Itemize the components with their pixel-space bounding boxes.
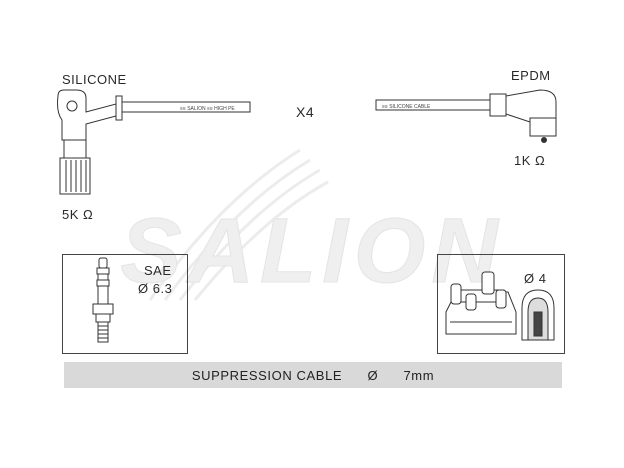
quantity-label: X4 bbox=[296, 104, 315, 120]
sae-label: SAE bbox=[144, 263, 172, 278]
left-resistance-label: 5K Ω bbox=[62, 207, 94, 222]
left-angled-boot bbox=[57, 89, 117, 141]
left-boot-neck bbox=[63, 139, 87, 159]
right-cable: ≡≡ SILICONE CABLE bbox=[375, 89, 557, 143]
cable-type-label: SUPPRESSION CABLE bbox=[191, 367, 343, 383]
right-insulation-label: EPDM bbox=[511, 68, 551, 83]
left-cable-print: ≡≡ SALION ≡≡ HIGH PE bbox=[180, 106, 235, 112]
cable-diameter-value: 7mm bbox=[403, 367, 435, 383]
distributor-cap-drawing bbox=[445, 271, 555, 341]
left-boot-ribbed bbox=[59, 157, 91, 195]
right-angled-boot bbox=[505, 89, 557, 123]
spark-plug-box bbox=[62, 254, 188, 354]
right-resistance-label: 1K Ω bbox=[514, 153, 546, 168]
right-cable-print: ≡≡ SILICONE CABLE bbox=[382, 104, 431, 110]
right-boot-terminal bbox=[529, 117, 557, 137]
left-cable-body bbox=[121, 101, 251, 113]
watermark-text: SALION bbox=[120, 200, 504, 302]
spark-plug-drawing bbox=[92, 257, 114, 343]
watermark-swoosh bbox=[148, 148, 329, 301]
diameter-symbol: Ø bbox=[367, 367, 379, 383]
spark-plug-diameter-label: Ø 6.3 bbox=[138, 281, 173, 296]
distributor-diameter-label: Ø 4 bbox=[524, 271, 547, 286]
cable-spec-bar: SUPPRESSION CABLE Ø 7mm bbox=[64, 362, 562, 388]
left-insulation-label: SILICONE bbox=[62, 72, 127, 87]
left-cable: ≡≡ SALION ≡≡ HIGH PE bbox=[57, 89, 251, 195]
left-collar bbox=[115, 95, 123, 121]
right-collar bbox=[489, 93, 507, 117]
distributor-box bbox=[437, 254, 565, 354]
